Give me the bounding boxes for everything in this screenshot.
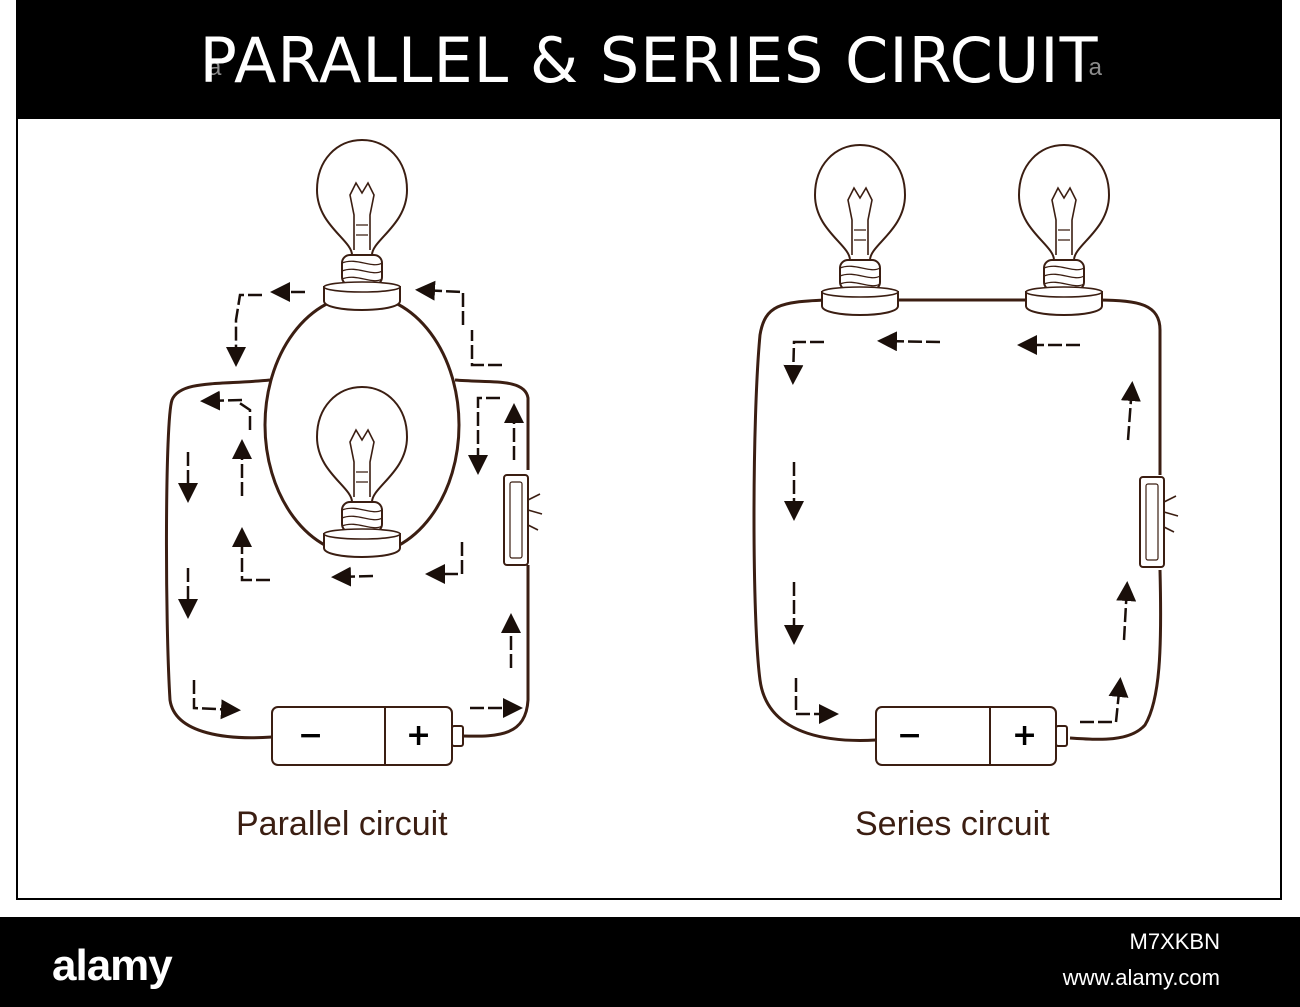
series-circuit: − + [752,144,1179,766]
parallel-circuit: − + [164,139,543,766]
page-title: PARALLEL & SERIES CIRCUIT [199,24,1099,97]
caption-series: Series circuit [855,805,1050,843]
bulb-series-right [1018,144,1110,316]
footer-bar: alamy M7XKBN www.alamy.com [0,917,1300,1007]
current-arrows-parallel [178,280,524,720]
bulb-parallel-middle [316,386,408,558]
switch-parallel [503,474,543,566]
battery-series-minus: − [897,718,922,753]
stock-url: www.alamy.com [1062,965,1220,990]
stock-id: M7XKBN [1129,929,1220,954]
bulb-series-left [814,144,906,316]
watermark-mark-left: a [208,54,222,81]
switch-series [1139,476,1179,568]
bulb-parallel-top [316,139,408,311]
watermark-mark-right: a [1088,54,1102,81]
battery-parallel-plus: + [406,718,431,753]
current-arrows-series [783,331,1141,724]
circuit-diagram: − + [164,139,1179,766]
caption-parallel: Parallel circuit [236,805,448,843]
brand-logo: alamy [52,941,173,990]
battery-series: − + [875,706,1068,766]
battery-parallel-minus: − [298,718,323,753]
battery-series-plus: + [1012,718,1037,753]
title-bar: a PARALLEL & SERIES CIRCUIT a [18,2,1280,119]
battery-parallel: − + [271,706,464,766]
